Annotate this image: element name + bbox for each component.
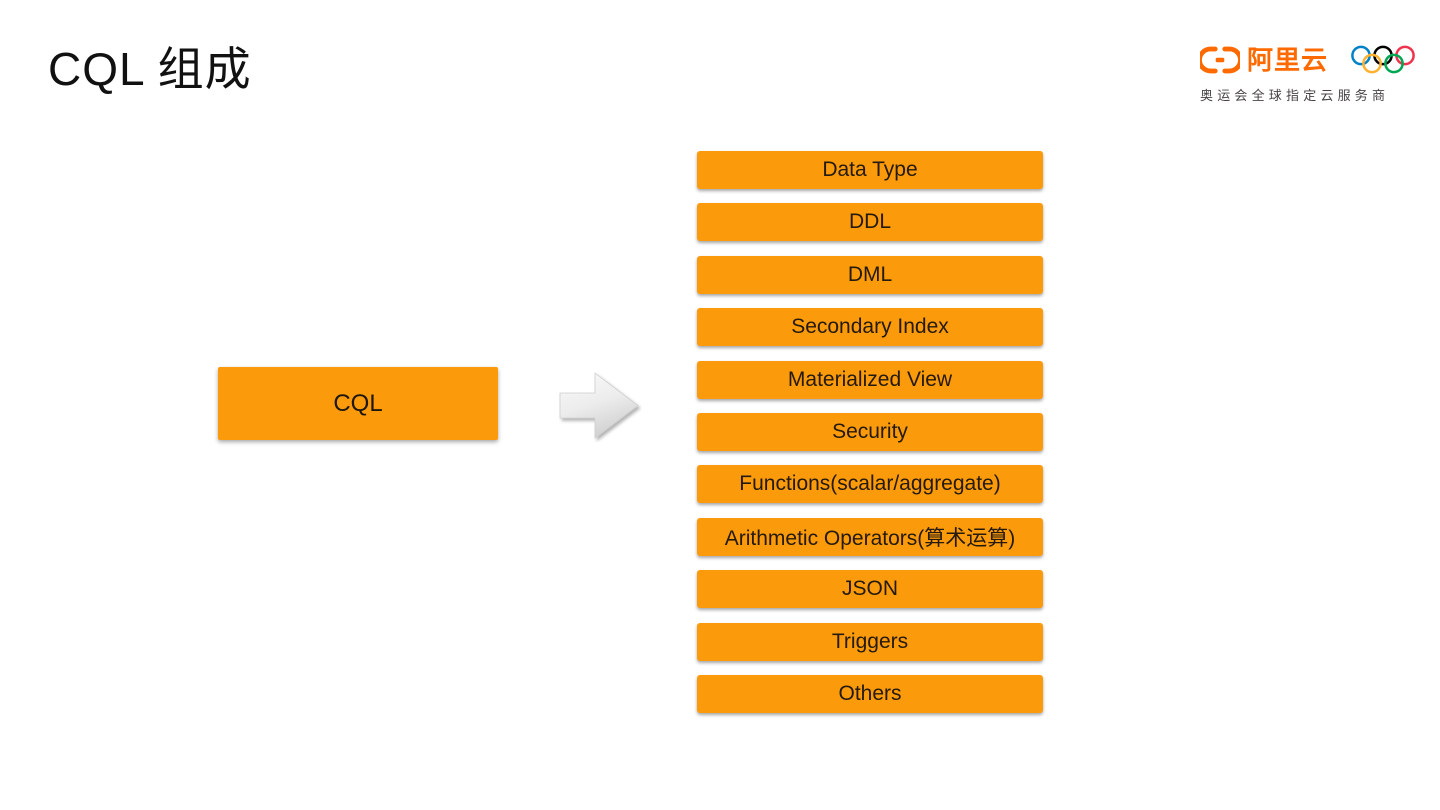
- component-bar: Triggers: [697, 622, 1043, 661]
- brand-name: 阿里云: [1247, 45, 1329, 75]
- olympic-rings-icon: [1350, 44, 1416, 76]
- brand-block: 阿里云 奥运会全球指定云服务商: [1200, 44, 1415, 104]
- component-bar: Materialized View: [697, 360, 1043, 399]
- component-bar: Data Type: [697, 151, 1043, 189]
- component-bar: Secondary Index: [697, 308, 1043, 347]
- component-bar: Functions(scalar/aggregate): [697, 465, 1043, 504]
- component-bar: DML: [697, 255, 1043, 294]
- component-bar: JSON: [697, 570, 1043, 609]
- brand-caption: 奥运会全球指定云服务商: [1200, 88, 1390, 103]
- component-bar: Others: [697, 674, 1043, 713]
- brand-row: 阿里云: [1200, 44, 1415, 76]
- component-bar: Arithmetic Operators(算术运算): [697, 517, 1043, 556]
- component-bar: Security: [697, 412, 1043, 451]
- component-bar: DDL: [697, 203, 1043, 242]
- alibaba-cloud-bracket-icon: [1200, 45, 1240, 75]
- right-arrow-icon: [558, 371, 642, 443]
- slide-title: CQL 组成: [48, 43, 252, 95]
- cql-source-box: CQL: [218, 367, 498, 440]
